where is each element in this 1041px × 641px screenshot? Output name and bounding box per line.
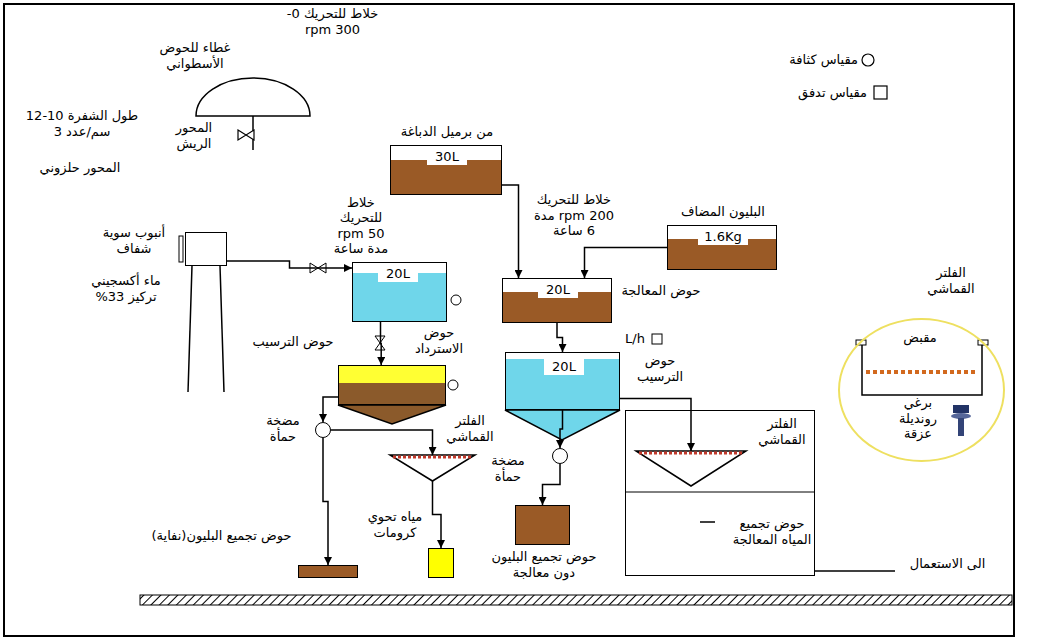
node-label: خلاط للتحريك 200 rpm مدة 6 ساعة: [529, 192, 619, 239]
node-label: البليون المضاف: [673, 204, 773, 220]
additive-tank: البليون المضاف1.6Kg: [667, 225, 777, 270]
node-label: ماء أكسجيني تركيز 33%: [76, 273, 176, 304]
density-meter: [451, 295, 461, 305]
node-label: L/h: [618, 331, 652, 347]
water-mark: [700, 521, 715, 523]
recovery-tank: خلاط للتحريك 50 rpm مدة ساعة20Lحوض الاست…: [352, 262, 447, 322]
stirrer-blade: [238, 130, 254, 140]
annotation-label: الى الاستعمال: [900, 556, 995, 572]
node-label: مضخة حمأة: [254, 413, 312, 444]
node-label: الفلتر القماشي: [442, 413, 498, 444]
feed-tank: من برميل الدباغة30L: [390, 145, 502, 195]
settling-cone: [338, 405, 446, 424]
settling-tank: حوض الترسيب: [338, 365, 446, 405]
annotation-label: خلاط للتحريك 0-300 rpm: [285, 6, 380, 37]
node-label: 20L: [544, 359, 584, 375]
stand-leg: [188, 266, 192, 392]
pipe-connector: [380, 322, 382, 365]
node-label: برغي رونديلة عزقة: [888, 395, 948, 442]
pipe-connector: [585, 248, 668, 279]
node-label: 20L: [378, 266, 418, 282]
frame: [4, 4, 1014, 636]
node-label: 1.6Kg: [698, 229, 748, 245]
flow-meter-symbol: [874, 86, 887, 99]
pipe-connector: [323, 397, 338, 422]
water-level: [625, 492, 815, 493]
node-label: خلاط للتحريك 50 rpm مدة ساعة: [331, 195, 391, 257]
filter-handle: [856, 340, 866, 345]
pipe-connector: [227, 261, 352, 268]
cloth-filter: الفلتر القماشي: [636, 451, 746, 486]
filter-handle: [978, 340, 988, 345]
legend-swatch: [874, 86, 887, 99]
pipe-connector: [543, 464, 561, 505]
node-label: من برميل الدباغة: [397, 124, 497, 140]
tank-cover: [196, 78, 310, 116]
treatment-tank: خلاط للتحريك 200 rpm مدة 6 ساعة20Lحوض ال…: [502, 278, 612, 323]
sludge-pump: مضخة حمأة: [315, 422, 331, 438]
pipe-connector: [560, 410, 563, 448]
annotation-label: المحور الريش: [158, 120, 230, 151]
funnel-body: [636, 451, 746, 486]
legend-swatch: [862, 54, 874, 66]
legend-text: مقياس كثافة: [770, 52, 858, 68]
reagent-tank: أنبوب سوية شفافماء أكسجيني تركيز 33%: [185, 232, 227, 266]
annotation-label: غطاء للحوض الأسطواني: [130, 40, 260, 71]
node-label: حوض الترسيب: [251, 334, 335, 350]
collection-tank: حوض تجميع المياه المعالجة الفلتر القماشي: [625, 410, 815, 576]
level-tube: [179, 236, 183, 262]
cloth-filter: الفلتر القماشي: [390, 455, 475, 481]
pipe-connector: [433, 481, 442, 548]
node-label: حوض تجميع المياه المعالجة: [731, 516, 813, 547]
node-label: حوض المعالجة: [621, 283, 701, 299]
node-label: حوض تجميع البليون دون معالجة: [488, 549, 600, 580]
filter-cloth: [866, 370, 978, 374]
bolt-screw: [958, 418, 964, 436]
flow-meter: [652, 334, 662, 344]
pipe-connector: [331, 430, 433, 455]
filter-detail: الفلتر القماشيمقبضبرغي رونديلة عزقة: [838, 318, 1005, 462]
sludge-pump: مضخة حمأة: [552, 448, 568, 464]
node-label: الفلتر القماشي: [751, 416, 813, 447]
annotation-label: طول الشفرة 10-12 سم/عدد 3: [12, 108, 152, 139]
outlet-pipe: [815, 570, 895, 572]
density-meter-symbol: [862, 54, 874, 66]
node-label: مياه تحوي كرومات: [365, 509, 425, 540]
node-label: مقبض: [895, 330, 945, 346]
ground: [140, 595, 1012, 605]
density-meter: [448, 380, 458, 390]
node-label: الفلتر القماشي: [915, 265, 987, 296]
funnel-outline: [636, 451, 746, 486]
funnel-body: [390, 455, 475, 481]
filter-cloth: [639, 452, 743, 455]
bolt-head: [953, 405, 969, 413]
node-label: مضخة حمأة: [478, 453, 538, 484]
funnel-outline: [390, 455, 475, 481]
pipe-connector: [557, 323, 563, 352]
pipe-connector: [502, 185, 519, 278]
node-label: 30L: [427, 149, 467, 165]
node-label: حوض الترسيب: [624, 353, 696, 384]
pipe-connector: [323, 438, 328, 565]
settling-tank: L/h20Lحوض الترسيب: [505, 352, 620, 410]
filter-cloth: [393, 456, 472, 459]
node-label: 20L: [538, 282, 578, 298]
node-label: أنبوب سوية شفاف: [90, 225, 178, 256]
waste-tank: حوض تجميع البليون(نفاية): [298, 565, 358, 578]
stand-leg: [220, 266, 224, 392]
legend-text: مقياس تدفق: [783, 85, 867, 101]
node-label: حوض الاسترداد: [403, 325, 475, 356]
collection-tank: حوض تجميع البليون دون معالجة: [515, 505, 570, 545]
filter-dish: [862, 345, 982, 395]
pipe-connector: [620, 398, 691, 451]
node-label: حوض تجميع البليون(نفاية): [149, 528, 294, 544]
annotation-label: المحور حلزوني: [20, 160, 140, 176]
chromate-beaker: مياه تحوي كرومات: [428, 548, 454, 578]
